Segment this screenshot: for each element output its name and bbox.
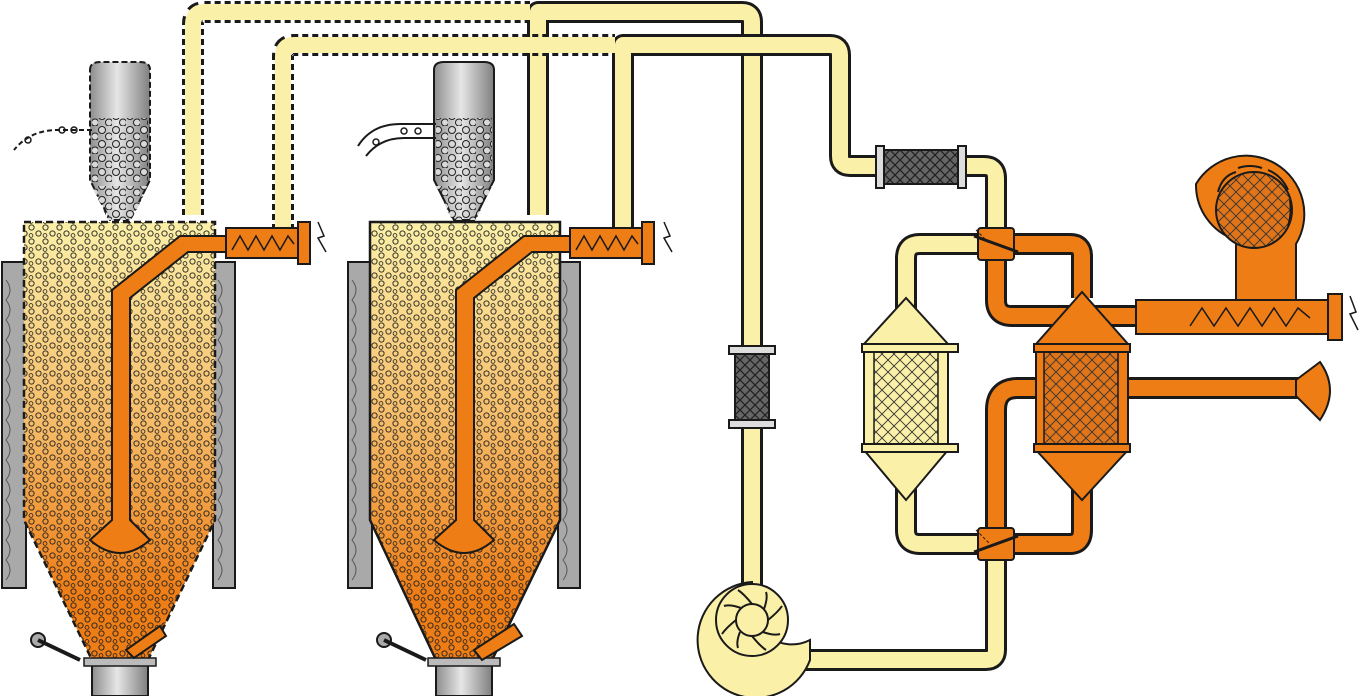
exhaust-outlet xyxy=(1295,360,1331,422)
drying-hopper-1 xyxy=(1,61,327,696)
feed-tube xyxy=(357,123,436,157)
process-blower xyxy=(696,580,811,696)
slide-gate-lever[interactable] xyxy=(30,632,81,662)
dry-air-piping xyxy=(182,1,1007,688)
desiccant-bed-regenerating xyxy=(1033,290,1131,502)
power-icon xyxy=(1348,295,1359,331)
insulation-jacket-right xyxy=(212,261,236,589)
regeneration-blower xyxy=(1194,154,1306,301)
heater-2 xyxy=(569,221,673,265)
air-lance xyxy=(88,235,231,554)
drying-hopper-2 xyxy=(347,61,673,696)
feed-tube xyxy=(13,129,92,151)
power-icon xyxy=(316,221,327,253)
air-lance xyxy=(432,235,576,554)
changeover-valve-top[interactable] xyxy=(973,227,1019,261)
sample-port[interactable] xyxy=(472,622,524,662)
heater-3 xyxy=(1135,293,1359,341)
regeneration-piping xyxy=(985,233,1300,555)
inline-filter xyxy=(728,345,776,429)
changeover-valve-bottom[interactable] xyxy=(973,527,1019,561)
return-air-filter xyxy=(875,145,967,189)
power-icon xyxy=(662,221,673,253)
slide-gate-lever[interactable] xyxy=(376,632,427,662)
insulation-jacket-left xyxy=(1,261,27,589)
vacuum-loader-1 xyxy=(13,61,151,221)
sample-port[interactable] xyxy=(124,624,168,660)
desiccant-bed-drying xyxy=(861,296,959,502)
insulation-jacket-right xyxy=(557,261,581,589)
vacuum-loader-2 xyxy=(357,61,495,221)
heater-1 xyxy=(225,221,327,265)
insulation-jacket-left xyxy=(347,261,373,589)
